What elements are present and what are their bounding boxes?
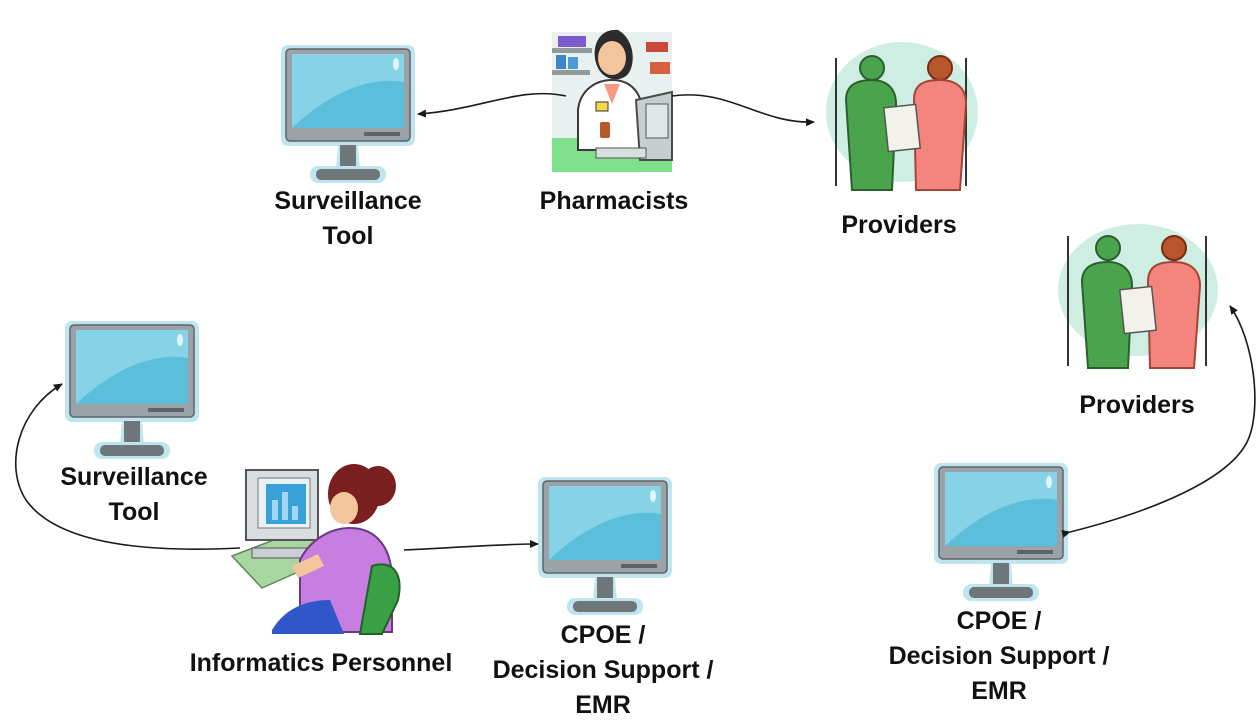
monitor-icon-cpoe-middle <box>537 476 673 616</box>
arrow-cpoe-to-providers <box>1061 305 1256 538</box>
informatics-personnel-icon <box>230 464 401 635</box>
label-providers-top: Providers <box>826 208 972 243</box>
label-line: Informatics Personnel <box>189 649 453 677</box>
arrow-pharmacists-to-providers <box>671 94 815 127</box>
label-line: EMR <box>971 677 1027 705</box>
label-line: CPOE / <box>560 621 646 649</box>
label-informatics-personnel: Informatics Personnel <box>160 646 482 681</box>
label-cpoe-middle: CPOE / Decision Support / EMR <box>472 618 734 723</box>
arrow-informatics-to-cpoe <box>403 540 539 551</box>
monitor-icon-surveillance-top <box>280 44 416 184</box>
providers-icon-right <box>1058 224 1218 369</box>
label-pharmacists: Pharmacists <box>522 184 706 219</box>
arrow-informatics-to-surveillance <box>14 383 241 550</box>
label-line: Decision Support / <box>888 642 1110 670</box>
label-line: Tool <box>322 222 374 250</box>
label-line: Providers <box>841 211 957 239</box>
label-surveillance-tool-left: Surveillance Tool <box>48 460 220 530</box>
label-cpoe-right: CPOE / Decision Support / EMR <box>868 604 1130 709</box>
label-line: Providers <box>1079 391 1195 419</box>
label-line: Tool <box>108 498 160 526</box>
label-line: Surveillance <box>60 463 208 491</box>
monitor-icon-cpoe-right <box>933 462 1069 602</box>
label-line: EMR <box>575 691 631 719</box>
label-line: Surveillance <box>274 187 422 215</box>
label-surveillance-tool-top: Surveillance Tool <box>262 184 434 254</box>
label-providers-right: Providers <box>1064 388 1210 423</box>
monitor-icon-surveillance-left <box>64 320 200 460</box>
label-line: CPOE / <box>956 607 1042 635</box>
pharmacist-icon <box>552 29 673 172</box>
label-line: Pharmacists <box>539 187 689 215</box>
arrow-pharmacists-to-surveillance <box>417 92 567 118</box>
providers-icon-top <box>826 42 978 191</box>
label-line: Decision Support / <box>492 656 714 684</box>
